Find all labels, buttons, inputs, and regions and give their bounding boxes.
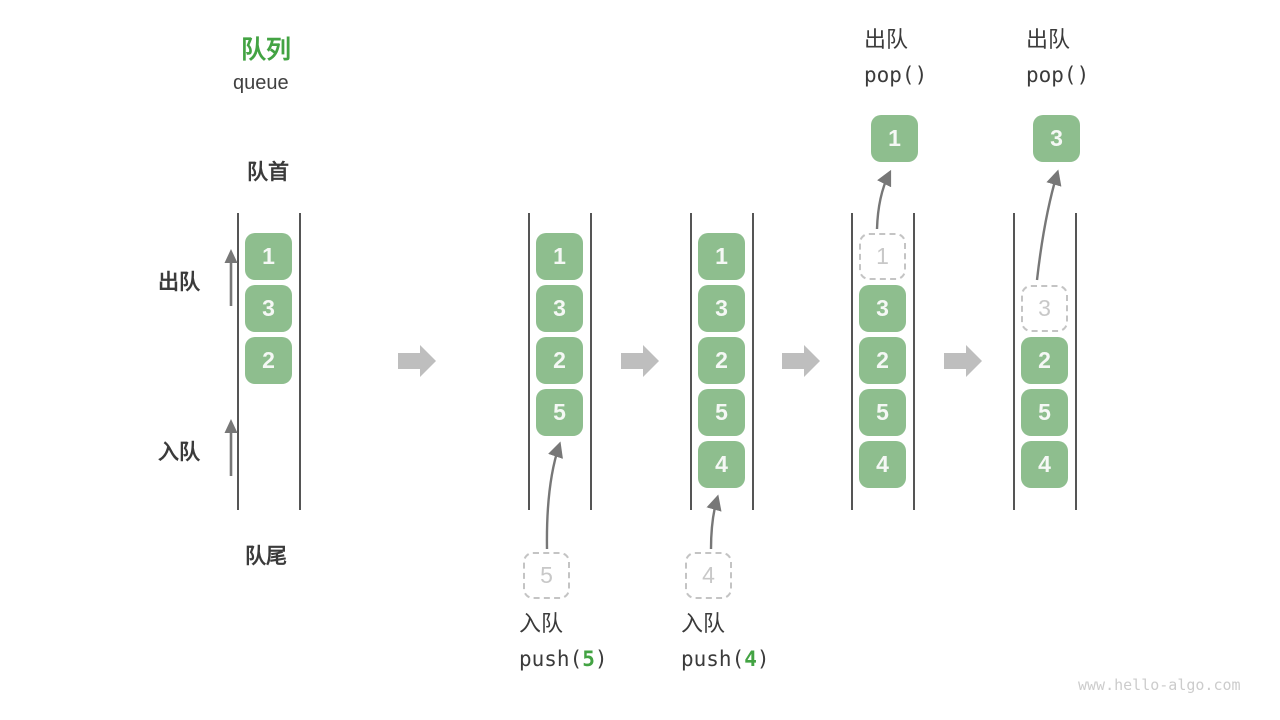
enqueue-up-arrow-icon <box>224 419 238 476</box>
dequeue-up-arrow-icon <box>224 249 238 306</box>
diagram-subtitle: queue <box>233 72 289 94</box>
code-text: push( <box>681 647 745 671</box>
queue-item: 3 <box>245 285 292 332</box>
dequeue-direction-label: 出队 <box>158 271 200 294</box>
queue-column-state-4 <box>851 213 915 510</box>
action-code: pop() <box>864 62 927 88</box>
queue-item: 2 <box>245 337 292 384</box>
action-name: 出队 <box>1026 27 1071 52</box>
queue-item: 5 <box>1021 389 1068 436</box>
pop-action-label: 出队 pop() <box>864 26 927 88</box>
queue-column-state-5 <box>1013 213 1077 510</box>
queue-column-state-3 <box>690 213 754 510</box>
queue-item: 3 <box>536 285 583 332</box>
queue-item: 5 <box>698 389 745 436</box>
flow-arrow-icon <box>944 345 982 377</box>
code-text: push( <box>519 647 583 671</box>
queue-item: 2 <box>859 337 906 384</box>
queue-item: 1 <box>698 233 745 280</box>
queue-item: 4 <box>859 441 906 488</box>
queue-item: 1 <box>536 233 583 280</box>
code-text: ) <box>756 647 770 671</box>
queue-item: 4 <box>1021 441 1068 488</box>
code-accent-value: 5 <box>582 647 595 671</box>
action-code: push(4) <box>681 646 770 672</box>
popped-item: 1 <box>871 115 918 162</box>
queue-item: 5 <box>859 389 906 436</box>
code-text: pop() <box>864 63 928 87</box>
popped-item: 3 <box>1033 115 1080 162</box>
code-text: ) <box>594 647 608 671</box>
queue-item: 2 <box>698 337 745 384</box>
flow-arrow-icon <box>398 345 436 377</box>
queue-item: 4 <box>698 441 745 488</box>
action-code: push(5) <box>519 646 608 672</box>
action-name: 入队 <box>681 611 726 636</box>
action-code: pop() <box>1026 62 1089 88</box>
queue-item: 5 <box>536 389 583 436</box>
queue-column-state-1 <box>237 213 301 510</box>
flow-arrow-icon <box>621 345 659 377</box>
code-accent-value: 4 <box>744 647 757 671</box>
queue-item: 3 <box>859 285 906 332</box>
push-action-label: 入队 push(4) <box>681 610 770 672</box>
action-name: 出队 <box>864 27 909 52</box>
queue-column-state-2 <box>528 213 592 510</box>
queue-item: 2 <box>536 337 583 384</box>
pop-action-label: 出队 pop() <box>1026 26 1089 88</box>
queue-front-label: 队首 <box>247 161 289 184</box>
queue-item-dashed: 3 <box>1021 285 1068 332</box>
queue-item-dashed: 1 <box>859 233 906 280</box>
pending-item: 5 <box>523 552 570 599</box>
action-name: 入队 <box>519 611 564 636</box>
pending-item: 4 <box>685 552 732 599</box>
flow-arrow-icon <box>782 345 820 377</box>
queue-item: 2 <box>1021 337 1068 384</box>
queue-item: 1 <box>245 233 292 280</box>
push-action-label: 入队 push(5) <box>519 610 608 672</box>
diagram-title: 队列 <box>241 36 292 64</box>
queue-rear-label: 队尾 <box>245 545 287 568</box>
code-text: pop() <box>1026 63 1090 87</box>
watermark: www.hello-algo.com <box>1078 676 1241 694</box>
queue-item: 3 <box>698 285 745 332</box>
enqueue-direction-label: 入队 <box>158 441 200 464</box>
